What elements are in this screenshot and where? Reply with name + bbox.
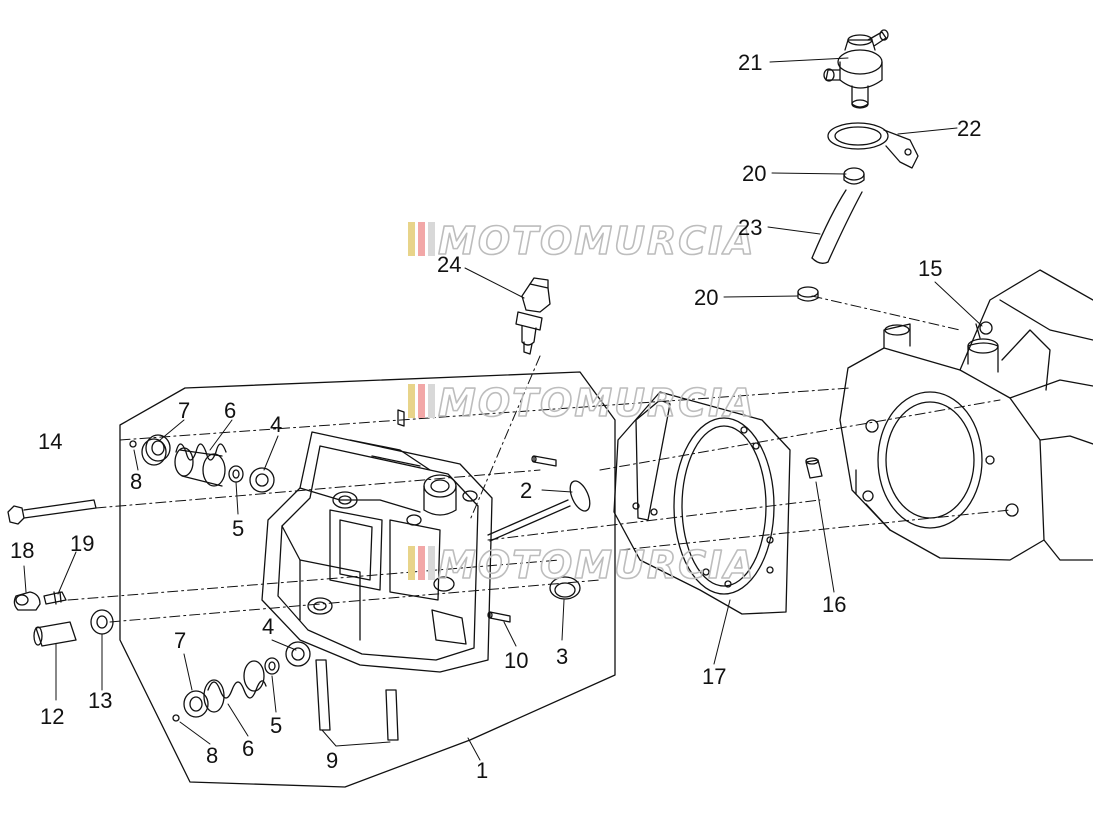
- callout-label: 9: [326, 748, 338, 773]
- callout-label: 19: [70, 531, 94, 556]
- valve-seal-5-lower: [264, 657, 280, 675]
- dowel-pin-upper: [531, 455, 557, 467]
- spring-retainer-7-upper: [141, 434, 171, 466]
- watermark-text: MOTOMURCIA: [438, 219, 756, 263]
- head-bolt: [7, 499, 97, 525]
- callout-label: 12: [40, 704, 64, 729]
- valve-seal: [549, 576, 581, 600]
- callout-label: 24: [437, 252, 461, 277]
- callout-label: 6: [224, 398, 236, 423]
- cylinder-head-kit-outline: [119, 371, 616, 788]
- watermark-instance-2: MOTOMURCIA: [408, 380, 756, 426]
- coolant-hose: [811, 189, 863, 264]
- callout-label: 5: [270, 713, 282, 738]
- valve-collet-8-upper: [129, 440, 137, 448]
- dowel-pin-16: [805, 457, 823, 479]
- callout-label: 18: [10, 538, 34, 563]
- callout-label: 8: [206, 743, 218, 768]
- spring-seat-4-upper: [249, 467, 275, 493]
- callout-label: 21: [738, 50, 762, 75]
- callout-label: 3: [556, 644, 568, 669]
- watermark: MOTOMURCIA MOTOMURCIA MOTOMURCIA: [408, 218, 756, 588]
- plug: [13, 591, 41, 611]
- callout-label: 23: [738, 215, 762, 240]
- spring-seat-4-lower: [285, 641, 311, 667]
- callout-label: 13: [88, 688, 112, 713]
- valve-spring-6-upper: [174, 443, 227, 487]
- hose-clamp-top: [843, 167, 865, 185]
- watermark-text: MOTOMURCIA: [438, 543, 756, 587]
- callout-label: 4: [262, 614, 274, 639]
- callout-label: 7: [178, 398, 190, 423]
- spacer: [33, 621, 77, 647]
- spring-retainer-7-lower: [183, 690, 209, 718]
- valve-collet-8-lower: [172, 714, 180, 722]
- dowel-pin-9-left: [315, 659, 331, 731]
- dowel-pin-10: [487, 611, 511, 623]
- callout-label: 15: [918, 256, 942, 281]
- head-gasket: [613, 391, 791, 615]
- valve-seal-5-upper: [228, 465, 244, 483]
- callout-label: 2: [520, 478, 532, 503]
- callout-labels: 21 22 20 23 20 24 15 14 7 6 4 8 5 2 18 1…: [10, 50, 981, 783]
- callout-label: 20: [694, 285, 718, 310]
- temperature-sensor: [515, 277, 551, 355]
- valve-spring-6-lower: [203, 660, 267, 713]
- callout-label: 7: [174, 628, 186, 653]
- callout-label: 14: [38, 429, 62, 454]
- callout-label: 17: [702, 664, 726, 689]
- watermark-instance-3: MOTOMURCIA: [408, 542, 756, 588]
- callout-label: 1: [476, 758, 488, 783]
- valve: [487, 480, 591, 542]
- dowel-pin-9-right: [385, 689, 399, 741]
- cylinder-head: [261, 409, 493, 673]
- callout-label: 22: [957, 116, 981, 141]
- leader-lines: [23, 57, 983, 761]
- hose-clamp-bottom: [797, 286, 819, 302]
- thermostat-bracket: [827, 122, 919, 169]
- watermark-text: MOTOMURCIA: [438, 381, 756, 425]
- callout-label: 10: [504, 648, 528, 673]
- callout-label: 4: [270, 412, 282, 437]
- callout-label: 20: [742, 161, 766, 186]
- callout-label: 5: [232, 516, 244, 541]
- assembly-lines: [67, 295, 1011, 623]
- cylinder-block: [839, 269, 1093, 561]
- thermostat-housing: [823, 29, 889, 109]
- callout-label: 16: [822, 592, 846, 617]
- callout-label: 8: [130, 469, 142, 494]
- callout-label: 6: [242, 736, 254, 761]
- nipple-fitting: [43, 591, 67, 605]
- watermark-instance-1: MOTOMURCIA: [408, 218, 756, 264]
